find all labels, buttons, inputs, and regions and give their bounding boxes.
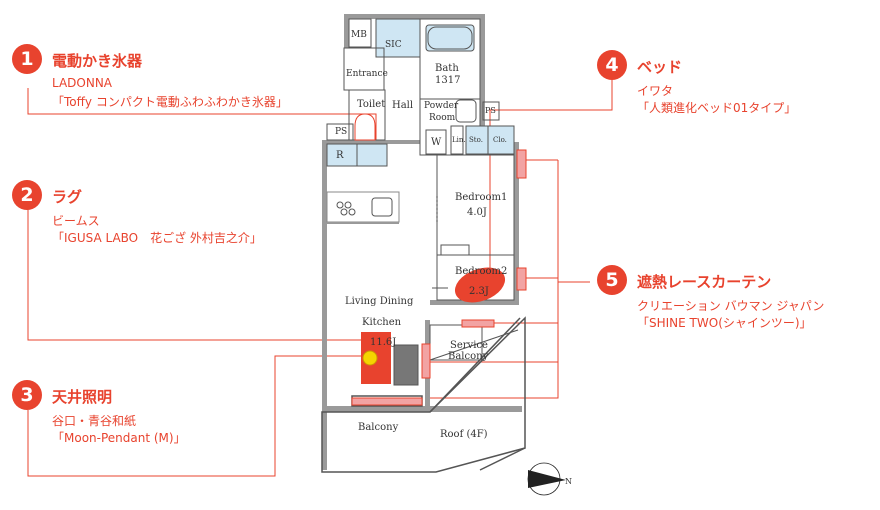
bath-size-label: 1317	[435, 75, 460, 86]
bedroom1-label: Bedroom1	[455, 192, 507, 203]
north-arrow	[527, 462, 566, 496]
service-label: Service	[450, 340, 488, 351]
balcony-roof	[321, 316, 526, 473]
wet-area	[326, 18, 515, 167]
callout-number-1: 1	[12, 44, 42, 74]
callout-title-5: 遮熱レースカーテン	[637, 273, 772, 291]
callout-product-5: 「SHINE TWO(シャインツー)」	[637, 316, 812, 330]
callout-product-1: 「Toffy コンパクト電動ふわふわかき氷器」	[52, 95, 288, 109]
clo-label: Clo.	[493, 136, 507, 144]
toilet-label: Toilet	[357, 99, 385, 110]
mb-label: MB	[351, 30, 367, 40]
kitchen-label: Kitchen	[362, 317, 402, 328]
hall-label: Hall	[392, 100, 413, 111]
powder-label: Powder	[424, 101, 459, 111]
bedroom2-size-label: 2.3J	[469, 286, 489, 297]
callout-number-5: 5	[597, 265, 627, 295]
callout-maker-1: LADONNA	[52, 76, 113, 90]
leader-line-3	[27, 355, 370, 477]
callout-title-2: ラグ	[52, 188, 83, 206]
callout-maker-4: イワタ	[637, 84, 674, 98]
callout-title-3: 天井照明	[52, 388, 113, 406]
service-balcony-label: Balcony	[448, 351, 489, 362]
bed-marker	[454, 267, 506, 303]
bedroom2-label: Bedroom2	[455, 266, 507, 277]
callout-number-2: 2	[12, 180, 42, 210]
callout-product-2: 「IGUSA LABO 花ござ 外村吉之介」	[52, 231, 262, 245]
entrance-label: Entrance	[346, 69, 388, 79]
sto-label: Sto.	[469, 136, 483, 144]
callout-title-4: ベッド	[637, 58, 683, 76]
north-label: N	[565, 477, 572, 486]
callout-maker-5: クリエーション バウマン ジャパン	[637, 299, 825, 313]
room-label: Room	[429, 113, 456, 123]
ps-label: PS	[335, 127, 347, 137]
callout-product-3: 「Moon-Pendant (M)」	[52, 431, 186, 445]
r-label: R	[336, 150, 344, 161]
balcony-label: Balcony	[358, 422, 399, 433]
callout-product-4: 「人類進化ベッド01タイプ」	[637, 101, 797, 115]
ldk-size-label: 11.6J	[370, 337, 396, 348]
leader-line-2	[27, 208, 370, 341]
ldk-label: Living Dining	[345, 296, 414, 307]
ps2-label: PS	[485, 106, 496, 115]
bath-label: Bath	[435, 63, 459, 74]
w-label: W	[431, 137, 442, 148]
leader-line-4	[489, 80, 613, 282]
callout-maker-2: ビームス	[52, 214, 100, 228]
lin-label: Lin.	[452, 136, 466, 144]
callout-number-4: 4	[597, 50, 627, 80]
curtains	[351, 149, 527, 406]
leader-line-1	[27, 88, 377, 156]
callout-title-1: 電動かき氷器	[52, 52, 143, 70]
leader-lines	[27, 80, 613, 477]
callout-number-3: 3	[12, 380, 42, 410]
roof-label: Roof (4F)	[440, 429, 488, 440]
sic-label: SIC	[385, 40, 402, 50]
callout-maker-3: 谷口・青谷和紙	[52, 414, 137, 428]
bedroom1-size-label: 4.0J	[467, 207, 487, 218]
leader-line-5-a	[425, 160, 559, 399]
